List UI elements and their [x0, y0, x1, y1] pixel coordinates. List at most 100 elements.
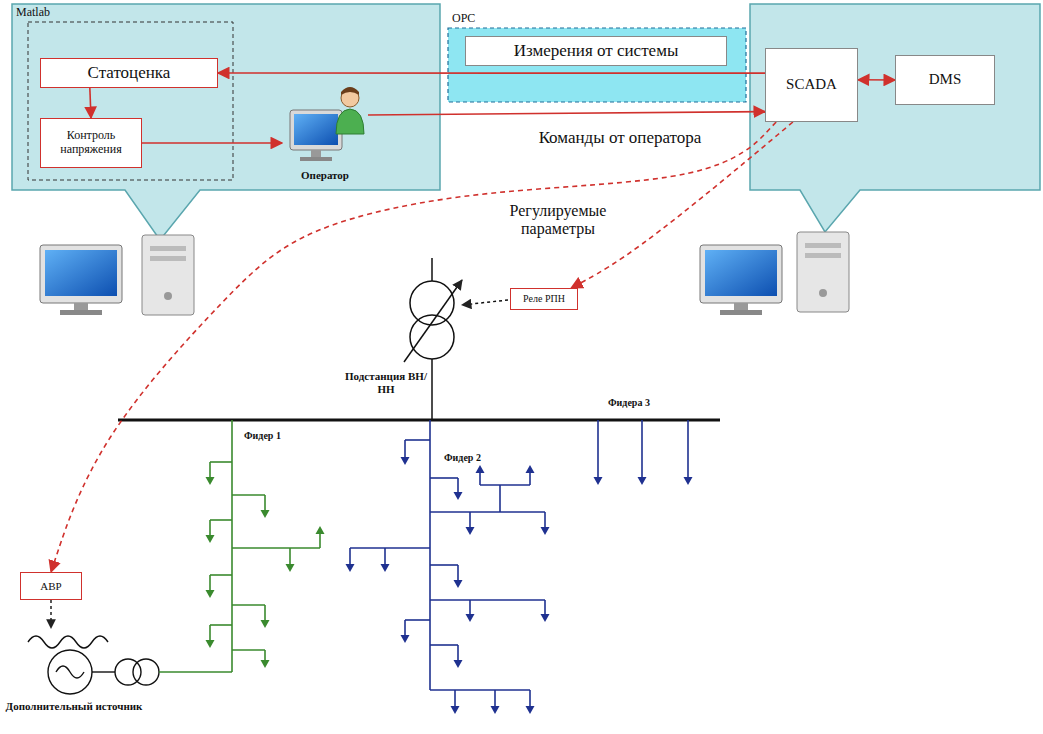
- feeder: [469, 512, 471, 529]
- operator-icon: [290, 110, 342, 150]
- feeder: [597, 420, 599, 479]
- feeder: [430, 599, 545, 601]
- generator-symbol: [28, 636, 108, 648]
- feeder: [466, 614, 475, 622]
- generator-symbol: [28, 600, 232, 694]
- feeder: [232, 547, 320, 549]
- feeder: [349, 548, 351, 566]
- relay-box: АВР: [20, 572, 82, 600]
- feeder: [264, 605, 266, 622]
- feeder: [430, 689, 530, 691]
- operator-icon: [341, 87, 359, 95]
- transformer-symbol: [431, 258, 433, 281]
- busbar: [118, 419, 720, 422]
- feeder: [454, 660, 463, 668]
- feeder: [232, 604, 265, 606]
- feeder: [494, 690, 496, 708]
- feeder: [319, 532, 321, 548]
- feeder: [526, 706, 535, 714]
- feeder: [430, 511, 545, 513]
- feeder: [454, 492, 463, 500]
- signal-arrow: [51, 122, 776, 572]
- feeder: [405, 439, 430, 441]
- feeder: [209, 462, 211, 479]
- signal-arrow: [368, 112, 765, 115]
- opc-block: [448, 28, 746, 102]
- feeder: [289, 548, 291, 566]
- feeder: [430, 564, 458, 566]
- transformer-symbol: [431, 359, 433, 420]
- feeder: [346, 564, 355, 572]
- computer-icon: [734, 303, 748, 311]
- generator-symbol: [48, 650, 92, 694]
- feeder: [457, 478, 459, 494]
- feeder-label: Фидер 2: [444, 452, 504, 464]
- feeder: [641, 420, 643, 479]
- feeder: [405, 619, 430, 621]
- feeder: [404, 620, 406, 637]
- node-text: OPC: [452, 12, 475, 26]
- feeder: [466, 527, 475, 535]
- scada-panel: [750, 4, 1040, 232]
- feeder: [451, 706, 460, 714]
- operator-icon: [300, 157, 332, 161]
- node-text: Оператор: [301, 169, 349, 182]
- edge-label: Команды от оператора: [495, 128, 745, 148]
- node-text: Matlab: [16, 6, 50, 20]
- feeder: [638, 477, 647, 485]
- feeder: [206, 590, 215, 598]
- feeder: [476, 465, 485, 473]
- feeder: [401, 635, 410, 643]
- feeder: [541, 614, 550, 622]
- feeder: [491, 706, 500, 714]
- computer-icon: [805, 253, 841, 258]
- node-text: Статоценка: [88, 63, 171, 83]
- data-box: Измерения от системы: [465, 36, 727, 66]
- computer-icon: [45, 250, 117, 296]
- matlab-panel: [12, 4, 440, 240]
- signal-arrow: [218, 72, 765, 74]
- computer-icon: [805, 243, 841, 248]
- feeder: [206, 420, 325, 672]
- feeder: [261, 620, 270, 628]
- feeder: [687, 420, 689, 479]
- feeder: [261, 510, 270, 518]
- feeder: [430, 644, 458, 646]
- substation-label: Подстанция ВН/НН: [345, 370, 427, 395]
- process-box: Контроль напряжения: [40, 118, 142, 168]
- feeder: [209, 520, 211, 537]
- feeder: [457, 565, 459, 582]
- operator-icon: [290, 87, 364, 161]
- feeder: [210, 574, 232, 576]
- source-label: Дополнительный источник: [4, 700, 144, 713]
- feeder: [526, 465, 535, 473]
- feeder: [529, 690, 531, 708]
- annotation: Регулируемые параметры: [488, 202, 628, 239]
- feeder: [206, 640, 215, 648]
- computer-icon: [150, 246, 186, 251]
- operator-icon: [294, 114, 338, 145]
- transformer-symbol: [410, 281, 454, 325]
- feeder: [231, 420, 233, 672]
- node-text: Контроль напряжения: [47, 129, 135, 157]
- transformer-symbol: [462, 300, 508, 305]
- feeder: [232, 494, 265, 496]
- feeder: [206, 535, 215, 543]
- relay-box: Реле РПН: [510, 288, 578, 310]
- feeder: [316, 526, 325, 534]
- signal-arrow: [858, 79, 895, 81]
- feeder: [206, 477, 215, 485]
- scada-panel: [750, 4, 1040, 232]
- transformer-symbol: [404, 258, 508, 420]
- feeder: [479, 471, 481, 485]
- computer-icon: [797, 232, 849, 312]
- computer-icon: [150, 256, 186, 261]
- node-text: Реле РПН: [523, 293, 565, 305]
- feeder-label: Фидер 1: [244, 430, 304, 442]
- feeder: [381, 564, 390, 572]
- node-text: DMS: [929, 71, 962, 88]
- feeder-lines: [206, 420, 693, 714]
- feeder: [544, 512, 546, 529]
- opc-block: [448, 28, 746, 102]
- computer-icon: [142, 235, 194, 315]
